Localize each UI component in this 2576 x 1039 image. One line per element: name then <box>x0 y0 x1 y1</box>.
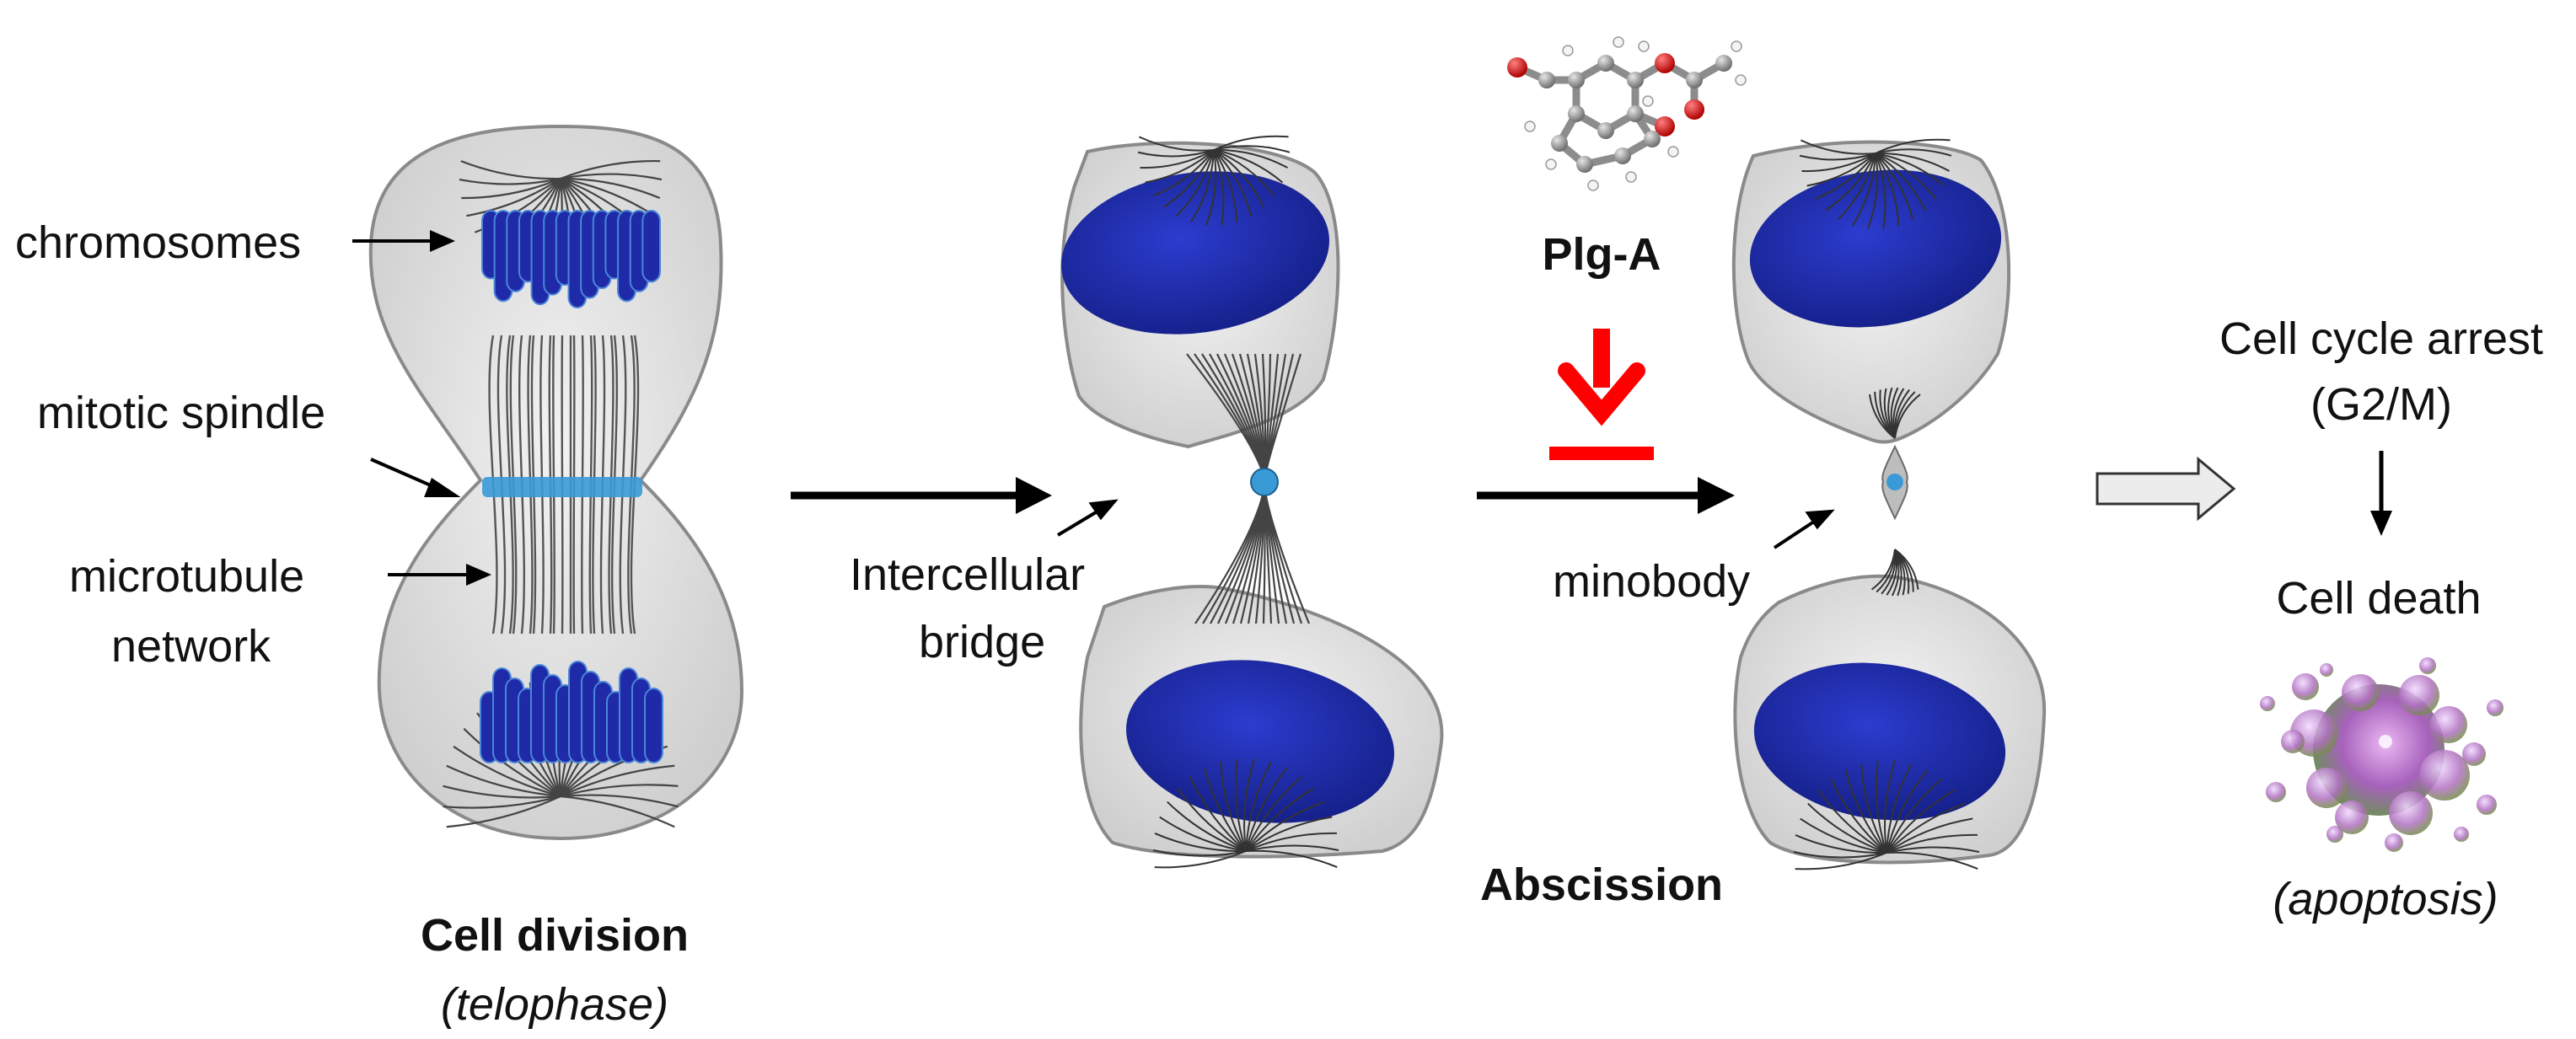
caption-apoptosis: (apoptosis) <box>2273 874 2498 924</box>
pointer-minobody <box>1773 509 1835 549</box>
label-intercellular-line1: Intercellular <box>850 549 1085 600</box>
pointer-microtubule <box>388 563 492 586</box>
abscission-top-nucleus <box>1749 169 2002 328</box>
caption-abscission: Abscission <box>1480 860 1723 910</box>
caption-cell-division: Cell division <box>421 910 689 961</box>
abscission-bottom-nucleus <box>1753 662 2006 821</box>
arrest-to-death-arrow <box>2370 451 2392 536</box>
bridge-midbody <box>1250 468 1279 496</box>
hollow-right-arrow-icon <box>2096 456 2236 522</box>
label-mitotic-spindle: mitotic spindle <box>37 388 325 438</box>
pointer-mitotic-spindle <box>370 458 461 497</box>
bridge-top-nucleus <box>1061 171 1329 335</box>
label-minobody: minobody <box>1553 556 1750 607</box>
bridge-asters <box>1137 135 1339 869</box>
compound-name: Plg-A <box>1543 229 1661 280</box>
chromosomes-bottom <box>480 661 663 763</box>
process-arrow-2 <box>1477 477 1735 514</box>
abscission-cell-pair <box>1731 138 2047 870</box>
label-cell-death: Cell death <box>2276 573 2481 624</box>
molecule-ball-and-stick-icon <box>1507 36 1747 191</box>
label-chromosomes: chromosomes <box>15 217 301 268</box>
process-arrow-1 <box>791 477 1052 514</box>
label-cell-cycle-arrest: Cell cycle arrest <box>2219 313 2543 364</box>
pointer-intercellular-bridge <box>1056 499 1119 537</box>
pointer-chromosomes <box>352 229 456 253</box>
pointer-arrows <box>352 229 1835 586</box>
bridge-cell-pair <box>1060 135 1444 869</box>
label-intercellular-line2: bridge <box>919 617 1045 667</box>
label-g2m: (G2/M) <box>2310 379 2452 430</box>
inhibition-arrow-icon <box>1549 329 1654 460</box>
apoptotic-bodies-icon <box>2260 657 2504 852</box>
label-microtubule-line2: network <box>111 621 271 672</box>
chromosomes-top <box>481 210 661 308</box>
minobody-core <box>1886 474 1903 490</box>
abscission-microtubules <box>1793 138 1980 870</box>
telophase-cell <box>368 124 744 841</box>
caption-telophase: (telophase) <box>441 979 668 1030</box>
label-microtubule-line1: microtubule <box>69 551 304 602</box>
midbody-ring <box>482 477 642 497</box>
